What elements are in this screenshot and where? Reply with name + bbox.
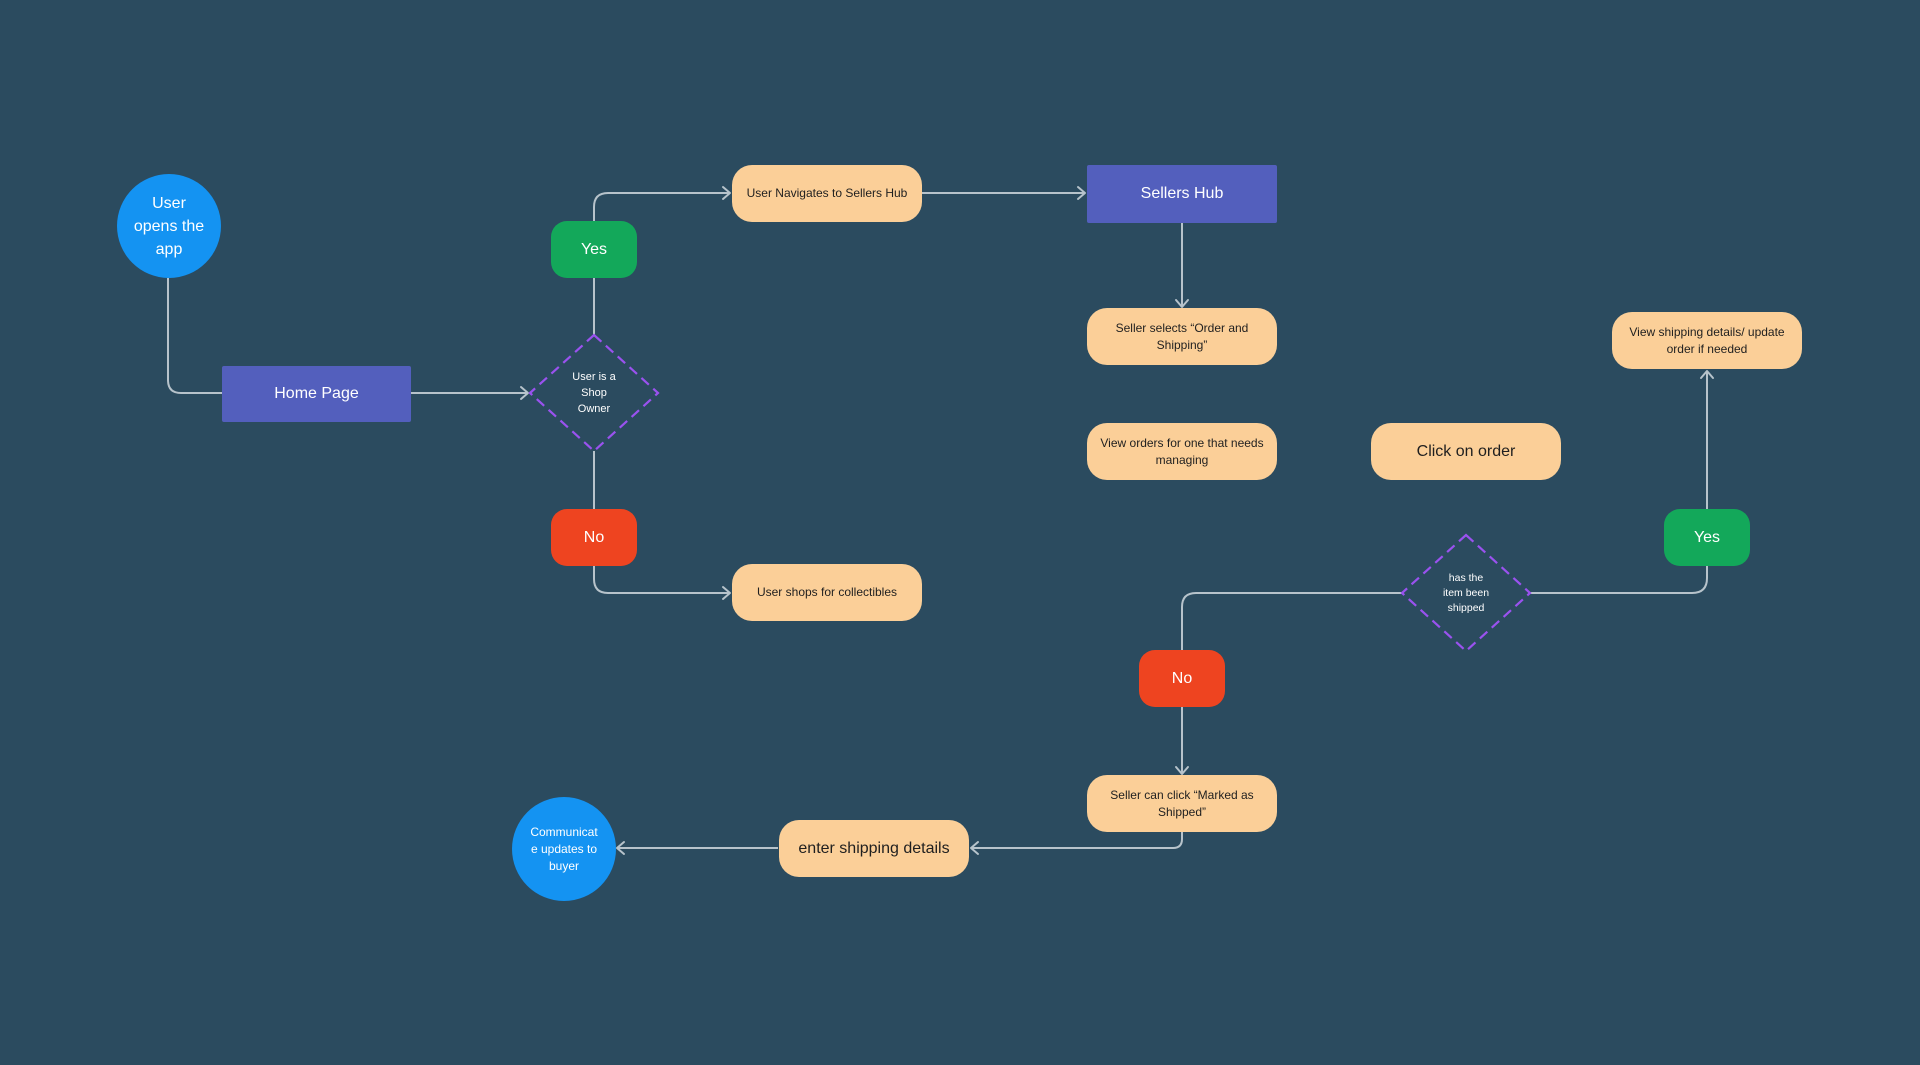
home-page-label: Home Page [274,385,359,402]
click-order-node[interactable]: Click on order [1371,423,1561,480]
yes-branch-shipped[interactable]: Yes [1664,509,1750,566]
connector-marked-enter [972,832,1183,849]
yes-label: Yes [1693,528,1721,546]
yes-label: Yes [580,240,608,258]
sellers-hub-label: Sellers Hub [1140,185,1224,202]
yes-branch-shop-owner[interactable]: Yes [551,221,637,278]
view-orders-node[interactable]: View orders for one that needs managing [1087,423,1277,480]
arrowhead [616,841,625,855]
arrowhead [1077,186,1086,200]
home-page-node[interactable]: Home Page [222,366,411,422]
no-label: No [1171,669,1193,687]
enter-shipping-node[interactable]: enter shipping details [779,820,969,877]
shops-collectibles-node[interactable]: User shops for collectibles [732,564,922,621]
communicate-node[interactable]: Communicate updates to buyer [512,797,616,901]
arrowhead [1175,766,1189,775]
arrowhead [722,586,731,600]
arrowhead [1175,299,1189,308]
connector-shipped-yes [1530,566,1708,594]
start-node[interactable]: User opens the app [117,174,221,278]
arrowhead [970,841,979,855]
decision-shipped-label: has the item been shipped [1442,571,1490,614]
sellers-hub-node[interactable]: Sellers Hub [1087,165,1277,223]
view-orders-label: View orders for one that needs managing [1100,435,1264,467]
no-branch-shop-owner[interactable]: No [551,509,637,566]
connector-yes-navigate [593,192,729,221]
no-branch-shipped[interactable]: No [1139,650,1225,707]
no-label: No [583,528,605,546]
enter-shipping-label: enter shipping details [798,840,950,857]
select-order-shipping-label: Seller selects “Order and Shipping” [1115,320,1249,352]
connector-no-shops [593,566,729,594]
decision-diamond-shop-owner [528,333,660,453]
communicate-label: Communicate updates to buyer [530,824,598,873]
arrowhead [722,186,731,200]
marked-shipped-node[interactable]: Seller can click “Marked as Shipped” [1087,775,1277,832]
select-order-shipping-node[interactable]: Seller selects “Order and Shipping” [1087,308,1277,365]
marked-shipped-label: Seller can click “Marked as Shipped” [1110,787,1254,819]
arrowhead [520,386,529,400]
navigate-sellers-hub-label: User Navigates to Sellers Hub [746,186,908,200]
click-order-label: Click on order [1416,443,1516,460]
navigate-sellers-hub-node[interactable]: User Navigates to Sellers Hub [732,165,922,222]
connector-start-home [167,278,222,394]
view-shipping-details-label: View shipping details/ update order if n… [1629,324,1785,356]
arrowhead [1700,370,1714,379]
view-shipping-details-node[interactable]: View shipping details/ update order if n… [1612,312,1802,369]
start-label: User opens the app [133,194,205,258]
decision-shop-owner-label: User is a Shop Owner [572,371,616,415]
decision-diamond-shipped [1400,533,1532,653]
connector-shipped-no [1181,592,1403,650]
shops-collectibles-label: User shops for collectibles [756,585,898,599]
